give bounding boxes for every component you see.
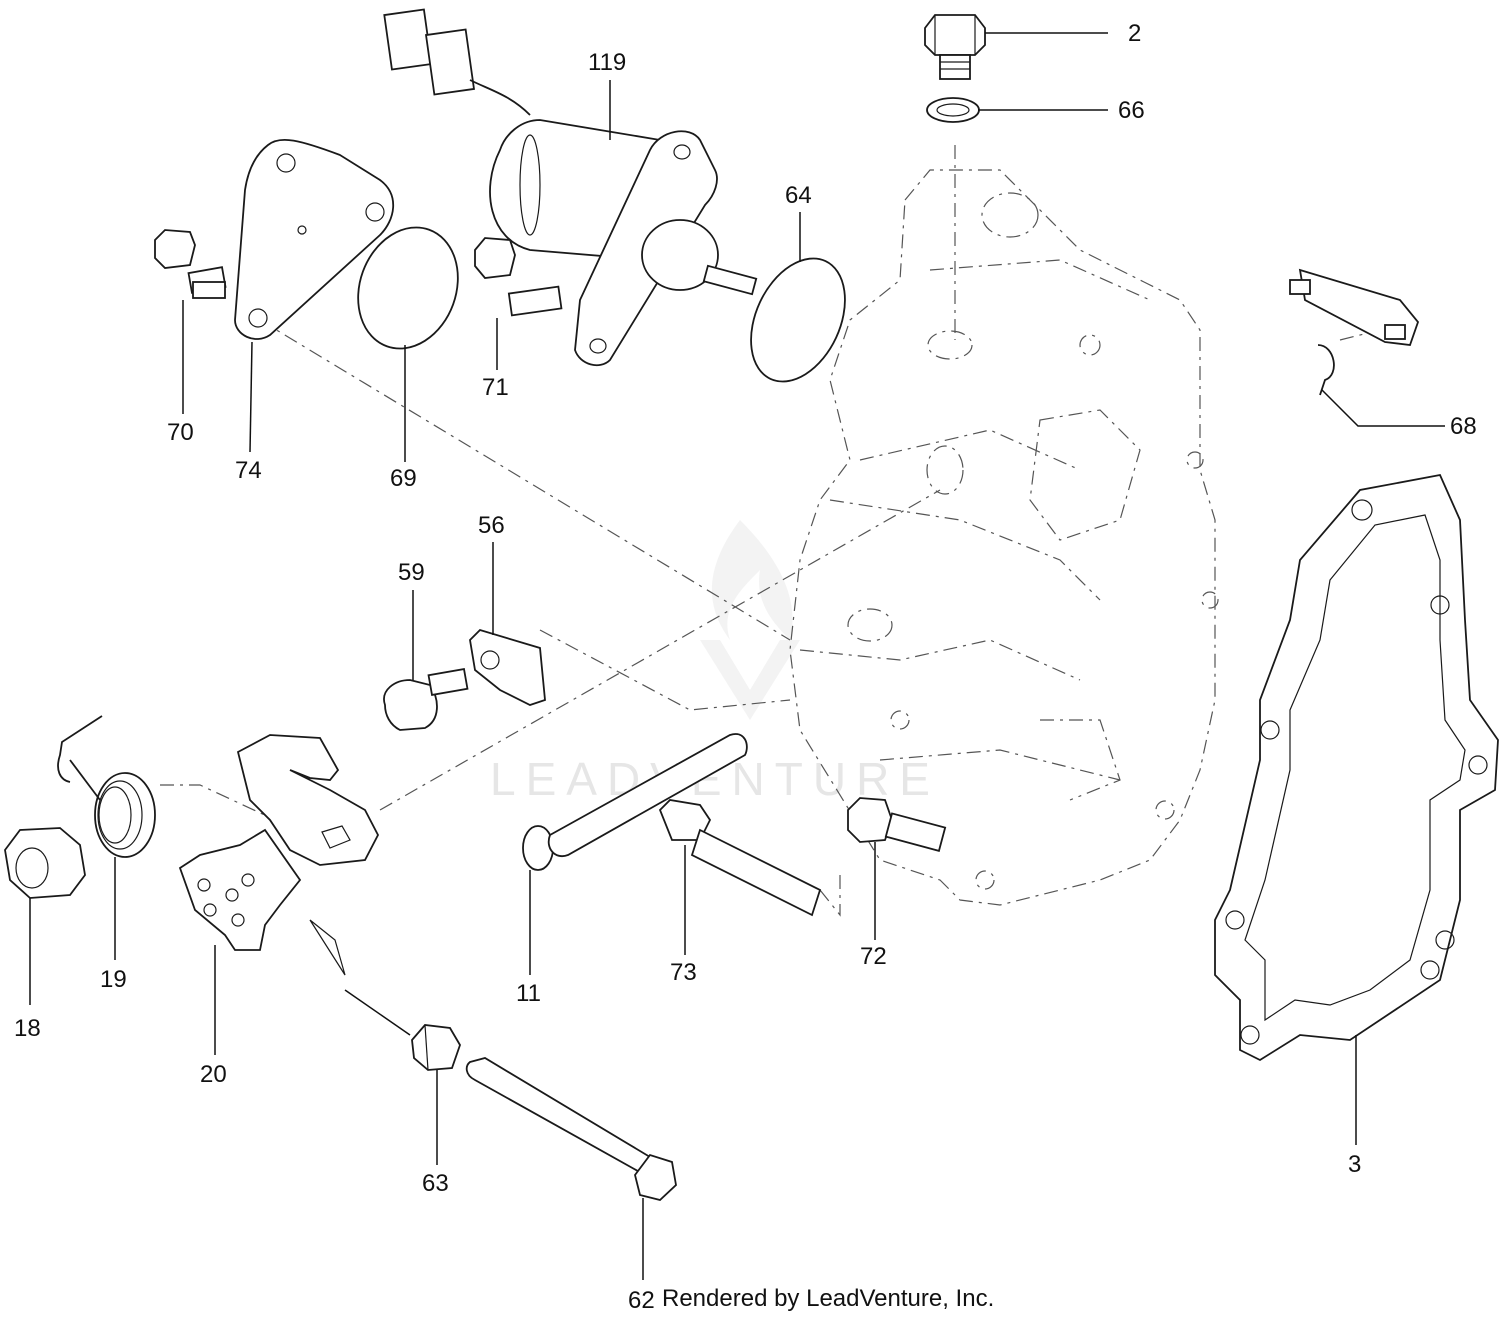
nut-63-part <box>411 1024 461 1071</box>
callout-leaders <box>29 32 1445 1280</box>
callout-3: 3 <box>1348 1151 1361 1178</box>
drain-plug-part <box>924 14 986 80</box>
callout-18: 18 <box>14 1015 41 1042</box>
callout-62: 62 <box>628 1287 655 1314</box>
callout-19: 19 <box>100 966 127 993</box>
callout-70: 70 <box>167 419 194 446</box>
callout-119: 119 <box>588 49 626 76</box>
sealing-washer-part <box>926 97 980 123</box>
lever-20-part <box>178 734 380 976</box>
bolt-71-part <box>474 237 563 317</box>
callout-64: 64 <box>785 182 812 209</box>
solenoid-gasket-part <box>750 257 846 383</box>
callout-69: 69 <box>390 465 417 492</box>
case-gasket-part <box>1214 473 1499 1062</box>
callout-20: 20 <box>200 1061 227 1088</box>
gear-case-housing <box>789 145 1219 906</box>
callout-59: 59 <box>398 559 425 586</box>
nut-18-part <box>4 827 86 899</box>
plate-56-part <box>469 628 546 706</box>
callout-11: 11 <box>516 980 541 1007</box>
callout-74: 74 <box>235 457 262 484</box>
callout-68: 68 <box>1450 413 1477 440</box>
callout-66: 66 <box>1118 97 1145 124</box>
callout-56: 56 <box>478 512 505 539</box>
bolt-70-part <box>154 229 227 299</box>
bolt-59-part <box>383 667 469 731</box>
pin-11-part <box>522 825 554 871</box>
watermark-logo <box>700 520 800 720</box>
callout-2: 2 <box>1128 20 1141 47</box>
spring-19-part <box>57 715 156 858</box>
plate-gasket-part <box>357 226 459 350</box>
callout-63: 63 <box>422 1170 449 1197</box>
bolt-62-part <box>465 1057 677 1201</box>
solenoid-part <box>383 8 758 367</box>
callout-71: 71 <box>482 374 509 401</box>
shaft-part <box>547 733 748 858</box>
bolt-73-part <box>658 799 822 917</box>
cover-plate-part <box>234 138 395 340</box>
callout-73: 73 <box>670 959 697 986</box>
render-credit: Rendered by LeadVenture, Inc. <box>662 1285 994 1312</box>
bolt-72-part <box>847 797 947 852</box>
callout-72: 72 <box>860 943 887 970</box>
pin-68-part <box>1289 268 1420 396</box>
